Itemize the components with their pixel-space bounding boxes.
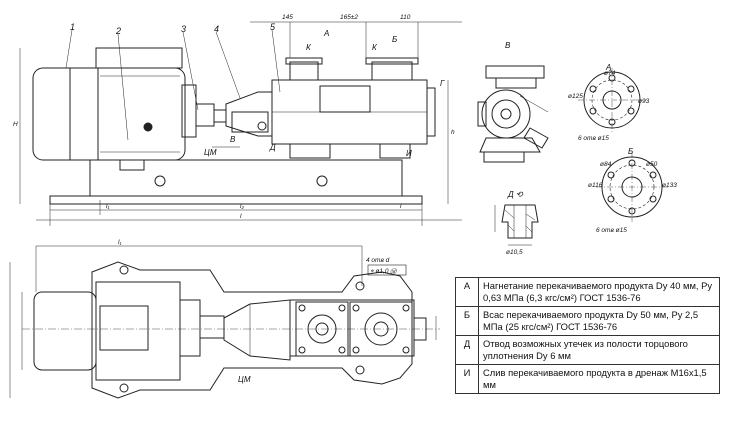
dim-detail-d10: ø10,5 <box>506 249 523 256</box>
callout-4: 4 <box>214 24 219 34</box>
callout-2: 2 <box>115 26 121 36</box>
legend-text: Нагнетание перекачиваемого продукта Dy 4… <box>478 277 720 307</box>
callout-1: 1 <box>70 22 75 32</box>
dim-a-d74: ø74 <box>604 70 616 77</box>
dim-l2-top: l₂ <box>240 203 244 210</box>
legend-key: Д <box>455 335 479 365</box>
side-view-v <box>477 65 549 163</box>
coupling <box>195 103 215 127</box>
callout-5: 5 <box>270 22 276 32</box>
view-label-a: А <box>605 63 611 72</box>
legend-text: Отвод возможных утечек из полости торцов… <box>478 335 720 365</box>
dim-b-d50: ø50 <box>646 161 658 168</box>
mark-cm1: ЦМ <box>204 148 217 157</box>
legend-key: А <box>455 277 479 307</box>
legend-text: Всас перекачиваемого продукта Dy 50 мм, … <box>478 306 720 336</box>
legend-key: Б <box>455 306 479 336</box>
dim-b-d84: ø84 <box>600 161 612 168</box>
legend-row: И Слив перекачиваемого продукта в дренаж… <box>455 364 720 394</box>
base-plan <box>91 261 413 399</box>
mark-g: Г <box>440 79 445 88</box>
front-view <box>19 21 462 226</box>
view-label-b: Б <box>628 147 633 156</box>
mark-k2: К <box>372 43 378 52</box>
dim-holes4: 4 отв d <box>366 257 390 264</box>
dim-165: 165±2 <box>340 14 358 21</box>
dim-b-holes: 6 отв ø15 <box>596 227 627 234</box>
legend-row: Б Всас перекачиваемого продукта Dy 50 мм… <box>455 306 720 336</box>
legend-table: А Нагнетание перекачиваемого продукта Dy… <box>455 277 720 394</box>
mark-a: А <box>323 29 329 38</box>
dim-l-right: l <box>400 203 402 210</box>
view-label-d: Д ⟲ <box>507 190 524 199</box>
dim-H: H <box>13 121 18 128</box>
mark-b: Б <box>392 35 397 44</box>
dim-110: 110 <box>400 14 411 21</box>
motor-body <box>32 67 186 161</box>
dim-tol: ⌖ ø1,0 Ⓜ <box>370 268 397 275</box>
mark-d: Д <box>269 143 276 152</box>
detail-d <box>494 204 539 246</box>
lantern-housing <box>225 91 273 137</box>
flange-b <box>596 152 668 222</box>
motor-plan <box>33 291 97 371</box>
mark-i: И <box>406 149 412 158</box>
dim-a-d93: ø93 <box>638 98 650 105</box>
dim-h: h <box>451 129 455 136</box>
view-label-v: В <box>505 41 511 50</box>
legend-row: Д Отвод возможных утечек из полости торц… <box>455 335 720 365</box>
dim-b-d133: ø133 <box>662 182 677 189</box>
mark-v: В <box>230 135 236 144</box>
dim-l1-top: l₁ <box>106 203 110 210</box>
dim-l-top: l <box>240 213 242 220</box>
dim-b-d116: ø116 <box>588 182 603 189</box>
mark-cm2: ЦМ <box>238 375 251 384</box>
plan-view <box>9 245 440 399</box>
dim-a-holes: 6 отв ø15 <box>578 135 609 142</box>
dim-145: 145 <box>282 14 293 21</box>
base-frame <box>89 159 403 197</box>
callout-3: 3 <box>181 24 186 34</box>
side-flange <box>481 89 531 139</box>
legend-text: Слив перекачиваемого продукта в дренаж М… <box>478 364 720 394</box>
dim-l1-bottom: l₁ <box>118 239 122 246</box>
dim-a-d125: ø125 <box>568 93 583 100</box>
mark-k1: К <box>306 43 312 52</box>
flange-a <box>578 68 646 132</box>
legend-key: И <box>455 364 479 394</box>
legend-row: А Нагнетание перекачиваемого продукта Dy… <box>455 277 720 307</box>
